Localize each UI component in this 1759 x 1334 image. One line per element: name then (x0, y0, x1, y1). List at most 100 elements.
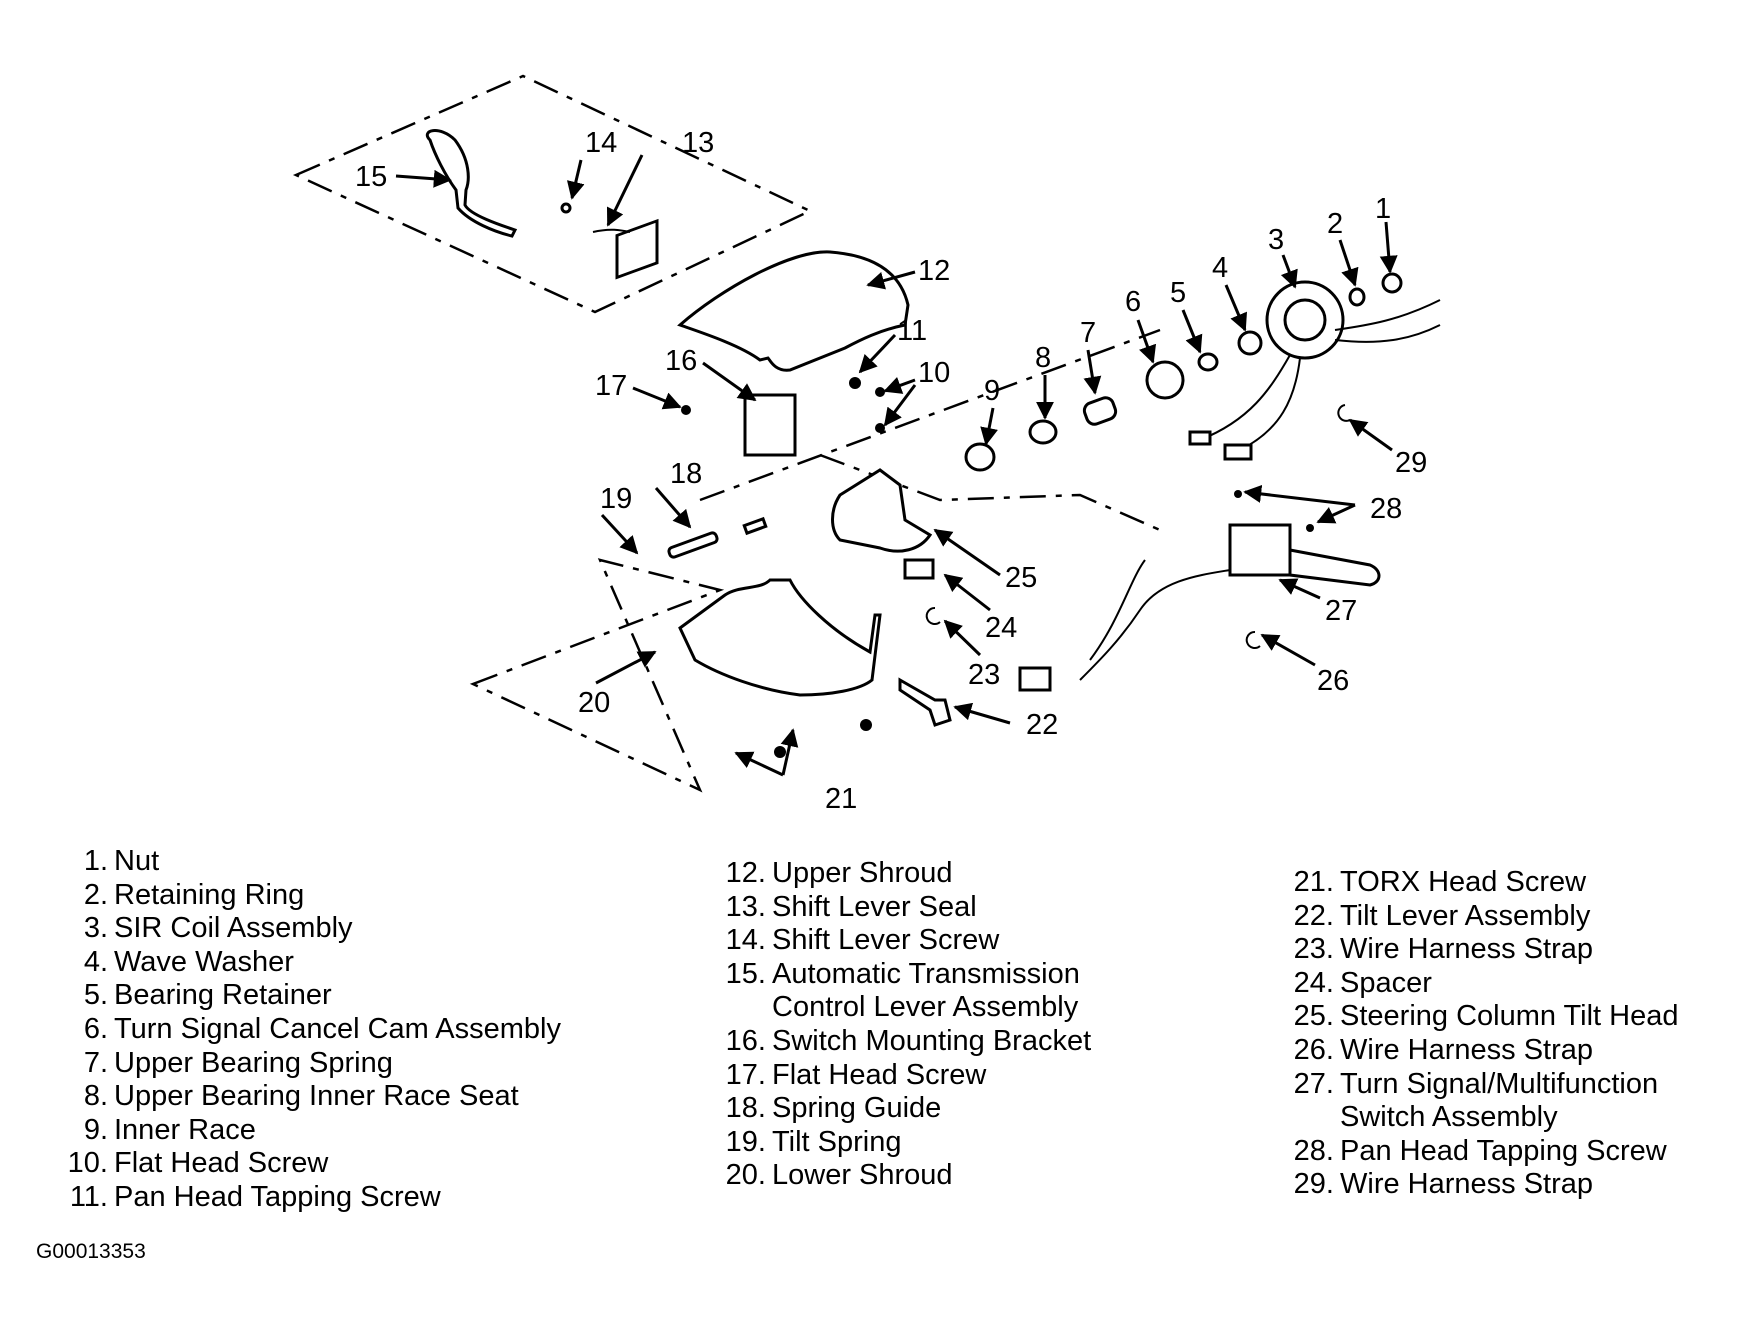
tilt-lever-assembly (898, 677, 952, 727)
spring-guide (742, 516, 768, 536)
callout-21: 21 (825, 783, 857, 815)
lower-shroud (678, 578, 882, 697)
callout-8: 8 (1035, 342, 1051, 374)
callout-25: 25 (1005, 562, 1037, 594)
shift-lever-seal (592, 218, 659, 280)
pan-head-screw-28a (1234, 490, 1242, 498)
steering-column-tilt-head (831, 468, 933, 553)
legend-item: 29.Wire Harness Strap (1293, 1168, 1594, 1201)
legend-item: 27.Turn Signal/Multifunction (1293, 1067, 1659, 1100)
legend-item: 16.Switch Mounting Bracket (725, 1024, 1092, 1057)
callout-23: 23 (968, 659, 1000, 691)
figure-id: G00013353 (36, 1240, 146, 1263)
legend-item: 17.Flat Head Screw (725, 1058, 987, 1091)
callout-3: 3 (1268, 224, 1284, 256)
callout-12: 12 (918, 255, 950, 287)
legend-item: 25.Steering Column Tilt Head (1293, 1000, 1679, 1033)
legend-item: 12.Upper Shroud (725, 857, 953, 889)
legend-item: 9.Inner Race (83, 1113, 256, 1146)
legend-item: 20.Lower Shroud (725, 1159, 953, 1192)
inner-race (964, 442, 996, 472)
legend-item: 28.Pan Head Tapping Screw (1293, 1134, 1667, 1167)
callout-9: 9 (984, 375, 1000, 407)
spacer (903, 558, 935, 580)
callout-26: 26 (1317, 665, 1349, 697)
legend-item: 4.Wave Washer (83, 945, 294, 978)
legend-item: 3.SIR Coil Assembly (83, 912, 353, 945)
bearing-retainer (1197, 352, 1219, 372)
legend-item: 11.Pan Head Tapping Screw (69, 1180, 441, 1213)
legend-item: 13.Shift Lever Seal (725, 890, 977, 923)
callout-27: 27 (1325, 595, 1357, 627)
callout-18: 18 (670, 458, 702, 490)
legend-item: 23.Wire Harness Strap (1293, 933, 1594, 966)
callout-17: 17 (595, 370, 627, 402)
turn-signal-multifunction-switch (1018, 523, 1381, 692)
legend-item: 1.Nut (83, 845, 160, 877)
wire-harness-strap-29 (1337, 404, 1351, 422)
sir-coil-assembly (1188, 280, 1441, 461)
legend-column-3: 21.TORX Head Screw 22.Tilt Lever Assembl… (1280, 866, 1679, 1202)
turn-signal-cancel-cam (1145, 360, 1185, 400)
legend-item: 7.Upper Bearing Spring (83, 1046, 393, 1079)
leader-lines (395, 154, 1398, 777)
callout-7: 7 (1080, 317, 1096, 349)
callout-13: 13 (682, 127, 714, 159)
callout-10: 10 (918, 357, 950, 389)
nut (1381, 272, 1403, 294)
callout-22: 22 (1026, 709, 1058, 741)
callout-14: 14 (585, 127, 617, 159)
switch-mounting-bracket (743, 393, 797, 457)
legend-item: 5.Bearing Retainer (83, 979, 332, 1012)
retaining-ring (1348, 287, 1366, 307)
flat-head-screw-17 (681, 405, 691, 415)
torx-head-screw-b (860, 719, 872, 731)
upper-shroud (677, 250, 910, 372)
callout-1: 1 (1375, 193, 1391, 225)
callout-11: 11 (897, 315, 927, 347)
callout-5: 5 (1170, 277, 1186, 309)
callout-16: 16 (665, 345, 697, 377)
callout-20: 20 (578, 687, 610, 719)
shift-lever-assembly (426, 129, 518, 238)
upper-bearing-spring (1082, 396, 1118, 426)
legend-item: 14.Shift Lever Screw (725, 924, 1000, 957)
legend-item: 2.Retaining Ring (83, 878, 305, 911)
pan-head-screw-28b (1306, 524, 1314, 532)
pan-head-screw-11 (849, 377, 861, 389)
flat-head-screw-10a (875, 387, 885, 397)
torx-head-screw-a (774, 746, 786, 758)
legend-item: 18.Spring Guide (725, 1092, 942, 1125)
callout-19: 19 (600, 483, 632, 515)
legend-column-1: 1.Nut 2.Retaining Ring 3.SIR Coil Assemb… (30, 845, 561, 1215)
callout-4: 4 (1212, 252, 1228, 284)
legend-item: 24.Spacer (1293, 966, 1432, 999)
legend-item: 6.Turn Signal Cancel Cam Assembly (83, 1012, 561, 1045)
wave-washer (1237, 330, 1263, 356)
legend-item-continuation: Control Lever Assembly (772, 991, 1079, 1024)
callout-2: 2 (1327, 208, 1343, 240)
axis-line (699, 328, 1161, 502)
legend-item: 8.Upper Bearing Inner Race Seat (83, 1080, 519, 1113)
legend-item: 10.Flat Head Screw (67, 1147, 329, 1180)
exploded-view-diagram: 1 2 3 4 5 6 7 8 9 10 11 12 13 14 15 16 1… (292, 74, 1441, 815)
legend-item: 22.Tilt Lever Assembly (1293, 899, 1591, 932)
tilt-spring (667, 531, 719, 559)
callout-28: 28 (1370, 493, 1402, 525)
callout-29: 29 (1395, 447, 1427, 479)
callout-15: 15 (355, 161, 387, 193)
legend-column-2: 12.Upper Shroud 13.Shift Lever Seal 14.S… (712, 857, 1091, 1193)
wire-harness-strap-26 (1245, 630, 1261, 649)
lower-assembly-plane (469, 558, 725, 793)
legend-item: 19.Tilt Spring (725, 1125, 902, 1158)
flat-head-screw-10b (875, 423, 885, 433)
callout-24: 24 (985, 612, 1017, 644)
callout-6: 6 (1125, 286, 1141, 318)
shift-lever-screw (560, 202, 572, 214)
legend-item: 26.Wire Harness Strap (1293, 1033, 1594, 1066)
legend-item: 15.Automatic Transmission (725, 957, 1080, 990)
legend-item-continuation: Switch Assembly (1340, 1101, 1558, 1134)
wire-harness-strap-23 (925, 606, 941, 625)
upper-bearing-inner-race-seat (1028, 419, 1058, 445)
legend-item: 21.TORX Head Screw (1293, 866, 1587, 898)
